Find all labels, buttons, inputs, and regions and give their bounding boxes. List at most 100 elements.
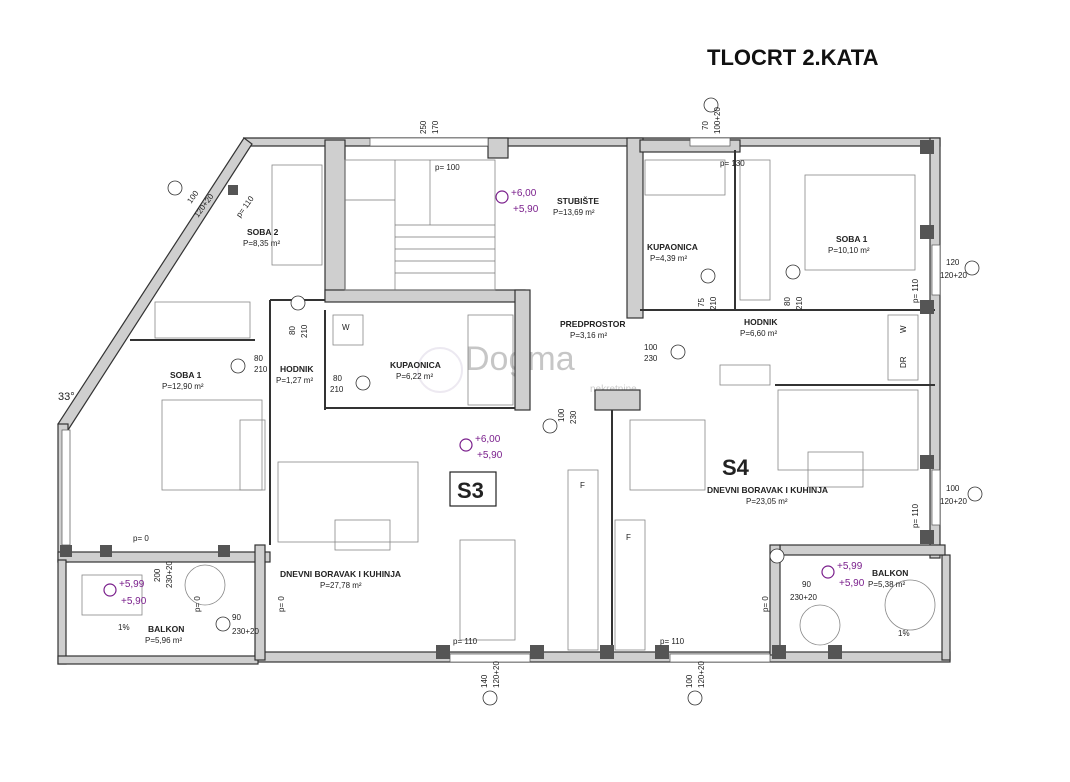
interior-walls (130, 150, 935, 655)
room-area: P=8,35 m² (243, 239, 280, 248)
dim-label: 170 (431, 120, 440, 134)
fridge-label: F (626, 533, 631, 542)
level-bottom: +5,90 (513, 204, 539, 215)
dim-label: 80 (254, 354, 263, 363)
dim-label: 210 (709, 296, 718, 310)
room-name: SOBA 2 (247, 227, 279, 237)
room-name: DNEVNI BORAVAK I KUHINJA (280, 569, 401, 579)
dim-label: p= 110 (911, 503, 920, 528)
room-area: P=23,05 m² (746, 497, 788, 506)
dim-label: 75 (697, 298, 706, 307)
dim-label: 230+20 (165, 561, 174, 588)
furniture (81, 159, 936, 651)
dim-label: 250 (419, 120, 428, 134)
dim-label: 100 (946, 484, 960, 493)
dim-label: 140 (480, 674, 489, 688)
dim-label: 80 (333, 374, 342, 383)
level-top: +5,99 (119, 579, 145, 590)
windows (61, 137, 941, 663)
plan-title: TLOCRT 2.KATA (707, 45, 879, 70)
dim-label: p= 0 (193, 596, 202, 612)
dim-label: 200 (153, 568, 162, 582)
dim-label: 120+20 (940, 271, 967, 280)
dim-label: p= 100 (435, 163, 460, 172)
room-area: P=6,60 m² (740, 329, 777, 338)
dim-label: 100 (185, 189, 200, 206)
room-name: BALKON (872, 568, 908, 578)
outer-walls (57, 137, 951, 665)
dim-label: 70 (701, 121, 710, 130)
level-top: +6,00 (475, 434, 501, 445)
room-name: HODNIK (280, 364, 314, 374)
dim-label: 210 (254, 365, 268, 374)
room-name: KUPAONICA (647, 242, 698, 252)
dim-label: 230 (569, 410, 578, 424)
dim-label: 120+20 (697, 661, 706, 688)
slope-label: 1% (898, 629, 910, 638)
dim-label: p= 0 (761, 596, 770, 612)
dim-label: 100 (644, 343, 658, 352)
slope-label: 1% (118, 623, 130, 632)
level-top: +5,99 (837, 561, 863, 572)
level-top: +6,00 (511, 188, 537, 199)
room-area: P=27,78 m² (320, 581, 362, 590)
dim-label: 210 (795, 296, 804, 310)
room-name: DNEVNI BORAVAK I KUHINJA (707, 485, 828, 495)
dim-label: 90 (802, 580, 811, 589)
fridge-label: F (580, 481, 585, 490)
dim-label: 100 (557, 408, 566, 422)
dim-label: 80 (783, 297, 792, 306)
level-bottom: +5,90 (477, 450, 503, 461)
dim-label: p= 0 (133, 534, 149, 543)
angle-label: 33° (58, 391, 75, 403)
room-name: HODNIK (744, 317, 778, 327)
room-area: P=13,69 m² (553, 208, 595, 217)
staircase (344, 159, 496, 291)
dim-label: p= 110 (234, 194, 256, 219)
dryer-label: DR (899, 356, 908, 368)
room-name: BALKON (148, 624, 184, 634)
dim-label: 230+20 (232, 627, 259, 636)
dim-label: 120+20 (940, 497, 967, 506)
room-name: SOBA 1 (836, 234, 868, 244)
washer-label: W (342, 323, 350, 332)
dim-label: 230+20 (790, 593, 817, 602)
dim-label: 90 (232, 613, 241, 622)
dim-label: 80 (288, 326, 297, 335)
room-name: KUPAONICA (390, 360, 441, 370)
room-area: P=5,38 m² (868, 580, 905, 589)
room-name: SOBA 1 (170, 370, 202, 380)
unit-label-s3: S3 (457, 478, 484, 503)
unit-s3-box (449, 471, 497, 507)
dim-label: p= 130 (720, 159, 745, 168)
dimension-labels: 250 170 p= 100 70 100+20 p= 130 100 120+… (58, 107, 967, 688)
dim-label: 230 (644, 354, 658, 363)
room-area: P=10,10 m² (828, 246, 870, 255)
dim-label: p= 110 (453, 637, 478, 646)
room-area: P=6,22 m² (396, 372, 433, 381)
room-name: PREDPROSTOR (560, 319, 626, 329)
dim-label: p= 0 (277, 596, 286, 612)
dim-label: 100+20 (713, 107, 722, 134)
room-area: P=3,16 m² (570, 331, 607, 340)
dim-label: p= 110 (660, 637, 685, 646)
dim-label: 100 (685, 674, 694, 688)
level-bottom: +5,90 (121, 596, 147, 607)
room-area: P=4,39 m² (650, 254, 687, 263)
reference-markers (167, 97, 983, 706)
dim-label: 210 (330, 385, 344, 394)
room-labels: SOBA 2 P=8,35 m² SOBA 1 P=12,90 m² HODNI… (145, 195, 908, 645)
room-area: P=5,96 m² (145, 636, 182, 645)
room-area: P=1,27 m² (276, 376, 313, 385)
room-area: P=12,90 m² (162, 382, 204, 391)
dim-label: p= 110 (911, 278, 920, 303)
room-name: STUBIŠTE (557, 195, 599, 206)
dim-label: 120+20 (492, 661, 501, 688)
unit-label-s4: S4 (722, 455, 750, 480)
dim-label: 210 (300, 324, 309, 338)
columns (60, 140, 934, 659)
unit-labels: S3 S4 (449, 455, 750, 507)
washer-label: W (899, 325, 908, 333)
level-markers: +6,00 +5,90 +6,00 +5,90 +5,99 +5,90 +5,9… (103, 188, 865, 607)
